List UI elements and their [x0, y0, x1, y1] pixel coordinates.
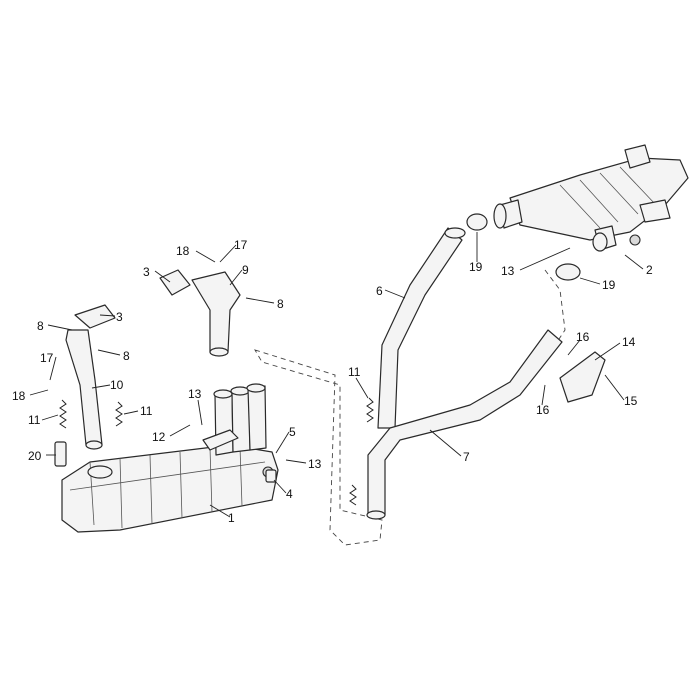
- callout-9: 9: [242, 263, 249, 277]
- callout-19-lower: 19: [602, 278, 616, 292]
- callout-15: 15: [624, 394, 638, 408]
- callout-7: 7: [463, 450, 470, 464]
- sleeve-20-part: [54, 441, 67, 467]
- callout-12: 12: [152, 430, 166, 444]
- gasket-3-top-part: [159, 269, 191, 296]
- callout-16-lower: 16: [536, 403, 550, 417]
- callout-3-left: 3: [116, 310, 123, 324]
- silencer-body-part: [61, 383, 279, 533]
- spring-11-lower-part: [349, 484, 357, 506]
- bracket-4-part: [265, 469, 277, 483]
- pipe-6-part: [377, 227, 463, 429]
- connection-dashed-outline-2: [544, 269, 566, 346]
- spring-11-left-part: [59, 399, 67, 429]
- callout-5: 5: [289, 425, 296, 439]
- spring-11-right-part: [366, 397, 374, 423]
- callout-11-middle: 11: [140, 404, 153, 418]
- callout-11-left: 11: [28, 413, 41, 427]
- heat-shield-part: [559, 351, 606, 403]
- callout-14: 14: [622, 335, 636, 349]
- callout-18-top: 18: [176, 244, 190, 258]
- callout-18-left: 18: [12, 389, 26, 403]
- callout-4: 4: [286, 487, 293, 501]
- callout-20: 20: [28, 449, 42, 463]
- callout-10: 10: [110, 378, 124, 392]
- callout-13-upper: 13: [501, 264, 515, 278]
- callout-16-upper: 16: [576, 330, 590, 344]
- callout-17-left: 17: [40, 351, 54, 365]
- callout-1: 1: [228, 511, 235, 525]
- callout-8-right: 8: [277, 297, 284, 311]
- rear-silencer-part: [493, 144, 689, 252]
- callout-6: 6: [376, 284, 383, 298]
- callout-11-right: 11: [348, 365, 361, 379]
- callout-13-left: 13: [188, 387, 202, 401]
- clamp-19-upper-part: [466, 213, 488, 231]
- collector-9-part: [191, 271, 241, 353]
- connection-dashed-outline: [254, 349, 383, 546]
- leader-lines: [29, 232, 644, 518]
- callout-3-top: 3: [143, 265, 150, 279]
- gasket-3-left-part: [74, 304, 116, 329]
- callout-19-upper: 19: [469, 260, 483, 274]
- clamp-19-lower-part: [555, 263, 581, 281]
- callout-2: 2: [646, 263, 653, 277]
- callout-17-top: 17: [234, 238, 248, 252]
- spring-11-middle-part: [115, 401, 123, 427]
- callout-8-middle: 8: [123, 349, 130, 363]
- callout-8-left: 8: [37, 319, 44, 333]
- callout-13-middle: 13: [308, 457, 322, 471]
